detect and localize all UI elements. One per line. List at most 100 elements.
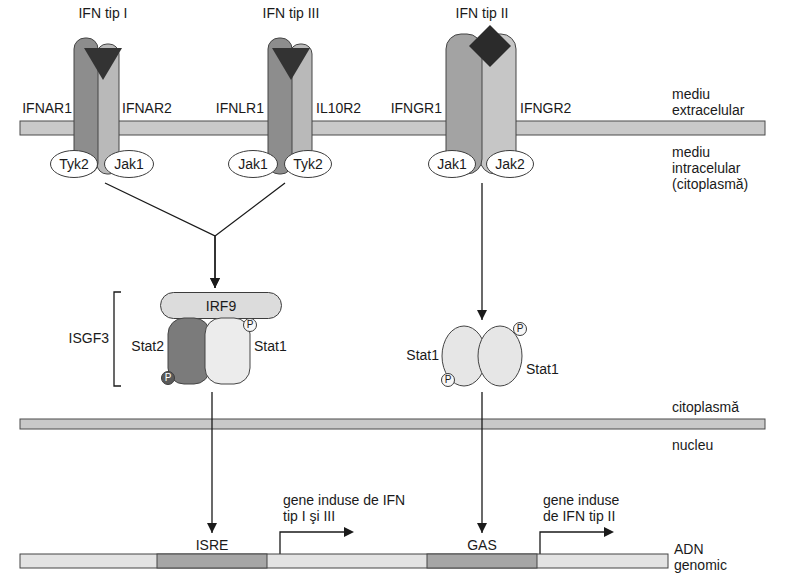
transcription-arrow — [540, 532, 606, 554]
text-slot: Stat1 — [526, 360, 576, 378]
stat2-protein: Stat2P — [122, 318, 212, 386]
stat1-dimer-text: Stat1 — [406, 347, 439, 363]
stat1-protein-text: Stat1 — [254, 338, 287, 354]
text-slot: Jak1 — [104, 150, 154, 178]
receptor-complex-text: IFNGR1 — [391, 100, 442, 116]
irf9-protein-shape — [161, 293, 282, 319]
receptor-complex: IFN tip III IFNLR1 IL10R2Jak1 Tyk2 — [200, 3, 370, 183]
kinase-oval-shape — [51, 151, 98, 178]
protein-complex: ISGF3IRF9Stat2PStat1P — [55, 288, 300, 392]
irf9-protein: IRF9 — [160, 292, 282, 319]
kinase-oval: Tyk2 — [284, 150, 332, 178]
text-slot: IFNAR1 — [15, 99, 72, 117]
text-slot: Stat1 — [254, 337, 296, 355]
transcription-arrowhead — [604, 527, 614, 537]
transcription-arrow — [280, 532, 346, 554]
kinase-oval-shape — [285, 151, 332, 178]
nuclear-membrane — [20, 419, 765, 429]
text-slot: Jak1 — [428, 150, 476, 178]
phosphate-circle-text: P — [247, 320, 254, 330]
text-slot: P — [513, 322, 527, 336]
phosphate-circle-shape — [244, 319, 257, 332]
receptor-complex-text: IFNAR2 — [122, 100, 172, 116]
text-slot: IFNAR2 — [122, 99, 184, 117]
stat1-dimer-shape — [478, 326, 522, 386]
promoter-element-shape — [427, 554, 537, 568]
text-slot: IFNGR1 — [378, 99, 442, 117]
region-label: mediu extracelular — [672, 86, 767, 118]
text-slot: nucleu — [672, 436, 767, 454]
text-slot: IL10R2 — [316, 99, 370, 117]
receptor-complex-text: IFN tip III — [263, 5, 320, 21]
phosphate-circle: P — [513, 322, 527, 336]
receptor-complex-text: IFNAR1 — [22, 100, 72, 116]
text-slot: IFN tip I — [53, 4, 153, 22]
phosphate-circle-text: P — [517, 324, 524, 334]
receptor-complex-text: IFN tip I — [78, 5, 127, 21]
receptor-complex-text: IFNGR2 — [520, 100, 571, 116]
text-slot: P — [161, 371, 175, 385]
stat2-protein-text: Stat2 — [131, 338, 164, 354]
phosphate-circle: P — [243, 318, 257, 332]
text-slot: Jak1 — [228, 150, 278, 178]
text-slot: IFN tip III — [241, 4, 341, 22]
receptor-complex: IFN tip II IFNGR1 IFNGR2Jak1 Jak2 — [378, 3, 580, 183]
promoter-element-text: GAS — [467, 537, 497, 553]
text-slot: citoplasmă — [672, 398, 767, 416]
kinase-oval-shape — [429, 151, 476, 178]
phosphate-circle-text: P — [165, 373, 172, 383]
kinase-oval-text: Jak1 — [114, 156, 144, 172]
signal-arrow — [105, 183, 215, 288]
promoter-element: ISRE — [157, 533, 267, 568]
receptor-complex-text: IL10R2 — [316, 100, 361, 116]
phosphate-circle: P — [441, 373, 455, 387]
dna-strand: ADN genomic ISRE GAS — [15, 528, 780, 580]
kinase-oval: Tyk2 — [50, 150, 98, 178]
stat1-dimer-text: Stat1 — [526, 361, 559, 377]
irf9-protein-text: IRF9 — [206, 298, 236, 314]
dna-strand-text: ADN genomic — [674, 541, 750, 573]
text-slot: IFNLR1 — [200, 99, 264, 117]
stat2-protein-shape — [168, 318, 210, 384]
transcription-arrowhead — [344, 527, 354, 537]
dna-strand-outline — [15, 528, 780, 580]
text-slot: IFNGR2 — [520, 99, 578, 117]
text-slot: ISRE — [157, 536, 267, 554]
phosphate-circle: P — [161, 371, 175, 385]
text-slot: Tyk2 — [50, 150, 98, 178]
ligand-triangle — [84, 48, 122, 80]
ligand-diamond — [469, 25, 511, 67]
signal-arrow — [211, 392, 212, 533]
stat1-protein: Stat1P — [205, 318, 297, 386]
signal-arrow — [215, 183, 285, 288]
text-slot: Tyk2 — [284, 150, 332, 178]
phosphate-circle-shape — [162, 372, 175, 385]
text-slot: P — [441, 373, 455, 387]
text-slot: P — [243, 318, 257, 332]
complex-bracket — [114, 292, 121, 386]
text-slot: Stat1 — [395, 346, 439, 364]
protein-complex-text: ISGF3 — [69, 330, 109, 346]
kinase-oval: Jak1 — [428, 150, 476, 178]
kinase-oval-text: Jak1 — [437, 156, 467, 172]
text-slot: IRF9 — [160, 292, 282, 319]
text-slot: IFN tip II — [432, 4, 532, 22]
kinase-oval-text: Tyk2 — [59, 156, 89, 172]
promoter-element: GAS — [427, 533, 537, 568]
kinase-oval: Jak2 — [486, 150, 534, 178]
kinase-oval: Jak1 — [104, 150, 154, 178]
phosphate-circle-shape — [442, 374, 455, 387]
gene-note: gene induse de IFN tip II — [543, 492, 633, 524]
phosphate-circle-text: P — [445, 375, 452, 385]
kinase-oval-text: Jak1 — [238, 156, 268, 172]
text-slot: ISGF3 — [55, 329, 109, 347]
kinase-oval-shape — [487, 151, 534, 178]
promoter-element-text: ISRE — [196, 537, 229, 553]
region-label: citoplasmă — [672, 399, 739, 415]
kinase-oval-shape — [229, 151, 278, 178]
kinase-oval-shape — [105, 151, 154, 178]
cell-membrane — [20, 121, 765, 135]
kinase-oval-text: Tyk2 — [293, 156, 323, 172]
text-slot: gene induse de IFN tip I şi III — [283, 492, 408, 525]
